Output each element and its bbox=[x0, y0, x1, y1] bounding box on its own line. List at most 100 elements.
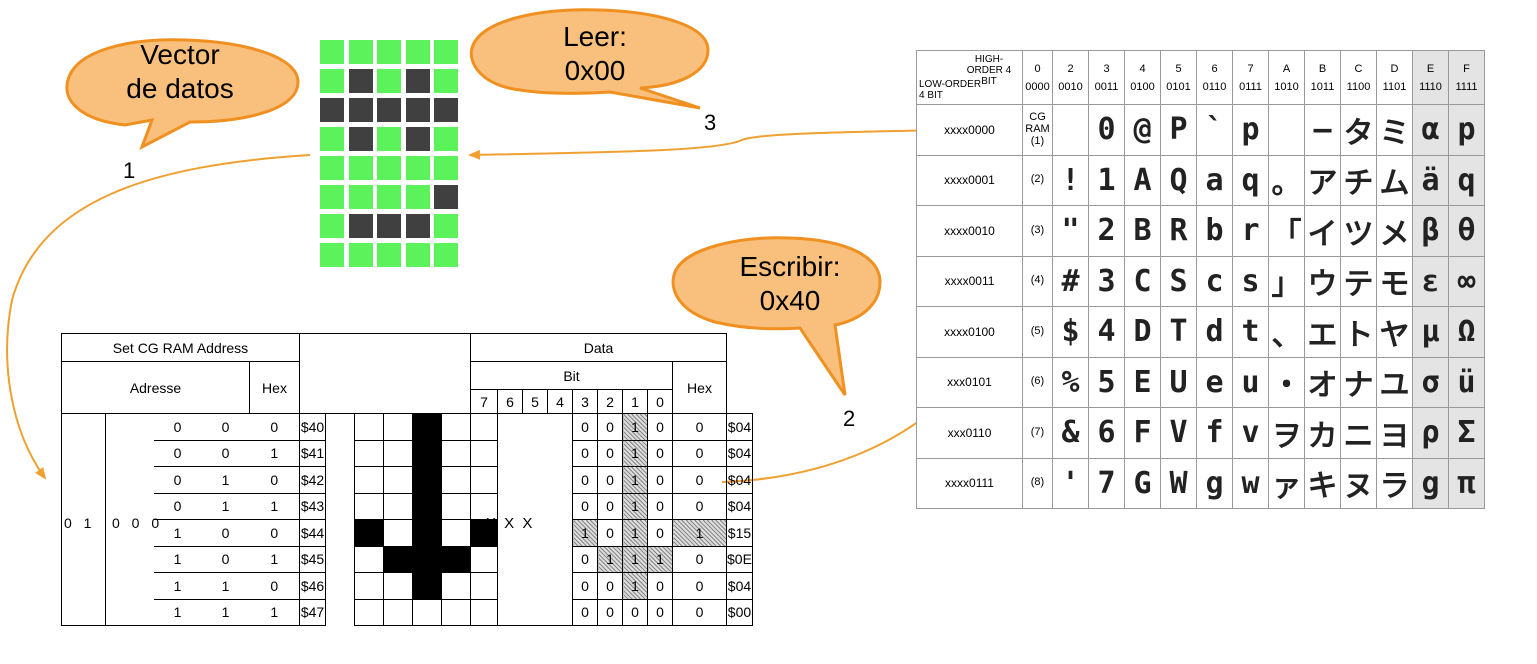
high-order-nibble: E bbox=[1426, 62, 1435, 75]
bit-number: 6 bbox=[497, 389, 523, 414]
character-glyph: g bbox=[1196, 457, 1233, 509]
high-order-bits: 0111 bbox=[1239, 80, 1262, 93]
character-glyph: $ bbox=[1052, 306, 1089, 358]
led-pixel bbox=[434, 69, 458, 93]
high-order-bits: 0011 bbox=[1094, 80, 1119, 93]
character-glyph: 3 bbox=[1088, 255, 1125, 307]
led-pixel bbox=[434, 185, 458, 209]
dot-matrix-spacer bbox=[325, 493, 355, 520]
led-pixel bbox=[349, 214, 373, 238]
character-glyph: ・ bbox=[1268, 356, 1305, 408]
character-glyph: p bbox=[1448, 104, 1485, 156]
led-pixel bbox=[434, 214, 458, 238]
dot-matrix-cell bbox=[383, 466, 413, 494]
bit-number: 1 bbox=[622, 389, 648, 414]
character-glyph: v bbox=[1232, 407, 1269, 459]
high-order-bits: 1100 bbox=[1346, 80, 1371, 93]
led-pixel bbox=[320, 40, 344, 64]
led-pixel bbox=[320, 127, 344, 151]
high-order-nibble: 4 bbox=[1139, 62, 1146, 75]
character-glyph: A bbox=[1124, 154, 1161, 206]
character-glyph: a bbox=[1196, 154, 1233, 206]
character-glyph: ウ bbox=[1304, 255, 1341, 307]
address-hex-value: $40 bbox=[299, 413, 326, 441]
character-glyph: ニ bbox=[1340, 407, 1377, 459]
bubble-vector-line1: Vector bbox=[140, 39, 220, 70]
character-glyph bbox=[1268, 104, 1305, 156]
character-glyph: G bbox=[1124, 457, 1161, 509]
high-order-bits: 1101 bbox=[1382, 80, 1407, 93]
led-pixel bbox=[434, 243, 458, 267]
character-glyph: ユ bbox=[1376, 356, 1413, 408]
dot-matrix-cell bbox=[412, 519, 442, 547]
data-bit: 0 bbox=[672, 466, 727, 494]
data-hex-value: $04 bbox=[726, 413, 753, 441]
character-glyph: Σ bbox=[1448, 407, 1485, 459]
bit-number: 2 bbox=[597, 389, 623, 414]
address-hex-value: $43 bbox=[299, 492, 326, 520]
led-pixel bbox=[320, 69, 344, 93]
corner-low-label: LOW-ORDER 4 BIT bbox=[919, 79, 982, 101]
dot-matrix-cell bbox=[354, 439, 384, 467]
character-glyph: e bbox=[1196, 356, 1233, 408]
led-pixel bbox=[349, 185, 373, 209]
cgram-index: (1) bbox=[1030, 134, 1045, 147]
led-pixel bbox=[349, 156, 373, 180]
address-bit: 1 bbox=[249, 545, 300, 573]
dot-matrix-cell bbox=[441, 413, 471, 441]
led-pixel bbox=[434, 127, 458, 151]
character-glyph: # bbox=[1052, 255, 1089, 307]
cgram-index: (8) bbox=[1030, 476, 1045, 489]
character-glyph: ` bbox=[1196, 104, 1233, 156]
address-prefix: 0 1 bbox=[64, 515, 96, 531]
character-glyph: エ bbox=[1304, 306, 1341, 358]
cgram-cell: (3) bbox=[1022, 205, 1053, 257]
character-glyph: ü bbox=[1448, 356, 1485, 408]
character-glyph: ∞ bbox=[1448, 255, 1485, 307]
led-pixel bbox=[434, 156, 458, 180]
dot-matrix-cell bbox=[470, 598, 498, 626]
address-hex-value: $46 bbox=[299, 572, 326, 600]
dot-matrix-cell bbox=[383, 413, 413, 441]
character-glyph: 「 bbox=[1268, 205, 1305, 257]
character-glyph: 7 bbox=[1088, 457, 1125, 509]
character-glyph: 0 bbox=[1088, 104, 1125, 156]
data-bit: 1 bbox=[622, 519, 648, 547]
data-bit: 0 bbox=[647, 492, 673, 520]
character-glyph: β bbox=[1412, 205, 1449, 257]
character-glyph: ナ bbox=[1340, 356, 1377, 408]
character-glyph: ト bbox=[1340, 306, 1377, 358]
led-pixel bbox=[349, 69, 373, 93]
character-glyph: % bbox=[1052, 356, 1089, 408]
character-glyph: c bbox=[1196, 255, 1233, 307]
data-bit: 0 bbox=[672, 598, 727, 626]
low-order-row-header: xxxx0001 bbox=[916, 154, 1023, 206]
character-glyph: F bbox=[1124, 407, 1161, 459]
high-order-nibble: 0 bbox=[1034, 62, 1041, 75]
character-glyph: タ bbox=[1340, 104, 1377, 156]
data-bit: 1 bbox=[622, 413, 648, 441]
character-glyph: ρ bbox=[1412, 407, 1449, 459]
character-glyph: @ bbox=[1124, 104, 1161, 156]
address-bit: 1 bbox=[201, 572, 250, 600]
bit-number: 5 bbox=[522, 389, 548, 414]
character-glyph: モ bbox=[1376, 255, 1413, 307]
data-unused-bits: X X X bbox=[486, 515, 535, 532]
led-pixel bbox=[377, 127, 401, 151]
high-order-bits: 0100 bbox=[1130, 80, 1155, 93]
dot-matrix-header-spacer bbox=[299, 333, 471, 414]
low-order-row-header: xxxx0100 bbox=[916, 306, 1023, 358]
low-order-row-header: xxxx0011 bbox=[916, 255, 1023, 307]
data-bit: 0 bbox=[572, 572, 598, 600]
character-glyph: 。 bbox=[1268, 154, 1305, 206]
step-number-1: 1 bbox=[123, 158, 136, 183]
data-bit: 0 bbox=[647, 439, 673, 467]
character-glyph: b bbox=[1196, 205, 1233, 257]
high-order-column-header: 4 0100 bbox=[1124, 50, 1161, 105]
character-glyph: d bbox=[1196, 306, 1233, 358]
dot-matrix-spacer bbox=[325, 599, 355, 626]
